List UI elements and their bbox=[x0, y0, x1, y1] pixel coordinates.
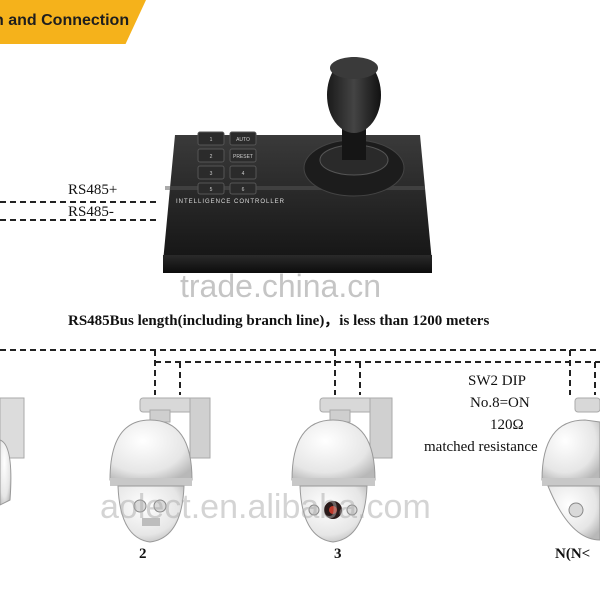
camera-1 bbox=[0, 397, 25, 506]
camera-n bbox=[541, 397, 600, 541]
controller-key-label: 1 bbox=[210, 137, 213, 143]
controller-key-label: 4 bbox=[242, 171, 245, 177]
rs485-plus-label: RS485+ bbox=[68, 182, 118, 198]
termination-line-1: SW2 DIP bbox=[468, 373, 526, 389]
controller-key-label: PRESET bbox=[233, 154, 253, 160]
camera-n-label: N(N< bbox=[555, 546, 591, 562]
termination-line-3: 120Ω bbox=[490, 417, 524, 433]
controller-key-label: 3 bbox=[210, 171, 213, 177]
controller-key-label: 5 bbox=[210, 187, 213, 193]
rs485-wires bbox=[0, 201, 160, 221]
controller-label: INTELLIGENCE CONTROLLER bbox=[176, 199, 285, 205]
camera-3-label: 3 bbox=[334, 546, 342, 562]
keyboard-controller: 1 AUTO 2 PRESET 3 4 5 6 INTELLIGENCE CONTROLLER bbox=[163, 57, 432, 273]
controller-key-label: AUTO bbox=[236, 137, 250, 143]
camera-2-label: 2 bbox=[139, 546, 147, 562]
joystick-knob bbox=[327, 57, 381, 160]
controller-key-label: 6 bbox=[242, 187, 245, 193]
section-banner bbox=[0, 0, 146, 44]
bus-length-note: RS485Bus length(including branch line)，i… bbox=[68, 313, 490, 329]
controller-keypad: 1 AUTO 2 PRESET 3 4 5 6 bbox=[197, 131, 257, 195]
camera-3 bbox=[291, 397, 393, 543]
camera-2 bbox=[109, 397, 211, 543]
termination-line-4: matched resistance bbox=[424, 439, 538, 455]
rs485-minus-label: RS485- bbox=[68, 204, 114, 220]
termination-line-2: No.8=ON bbox=[470, 395, 530, 411]
banner-title: n and Connection bbox=[0, 12, 130, 29]
controller-key-label: 2 bbox=[210, 154, 213, 160]
watermark-bottom: aolect.en.alibaba.com bbox=[100, 488, 431, 526]
watermark-top: trade.china.cn bbox=[180, 268, 382, 304]
rs485-bus bbox=[0, 349, 600, 395]
